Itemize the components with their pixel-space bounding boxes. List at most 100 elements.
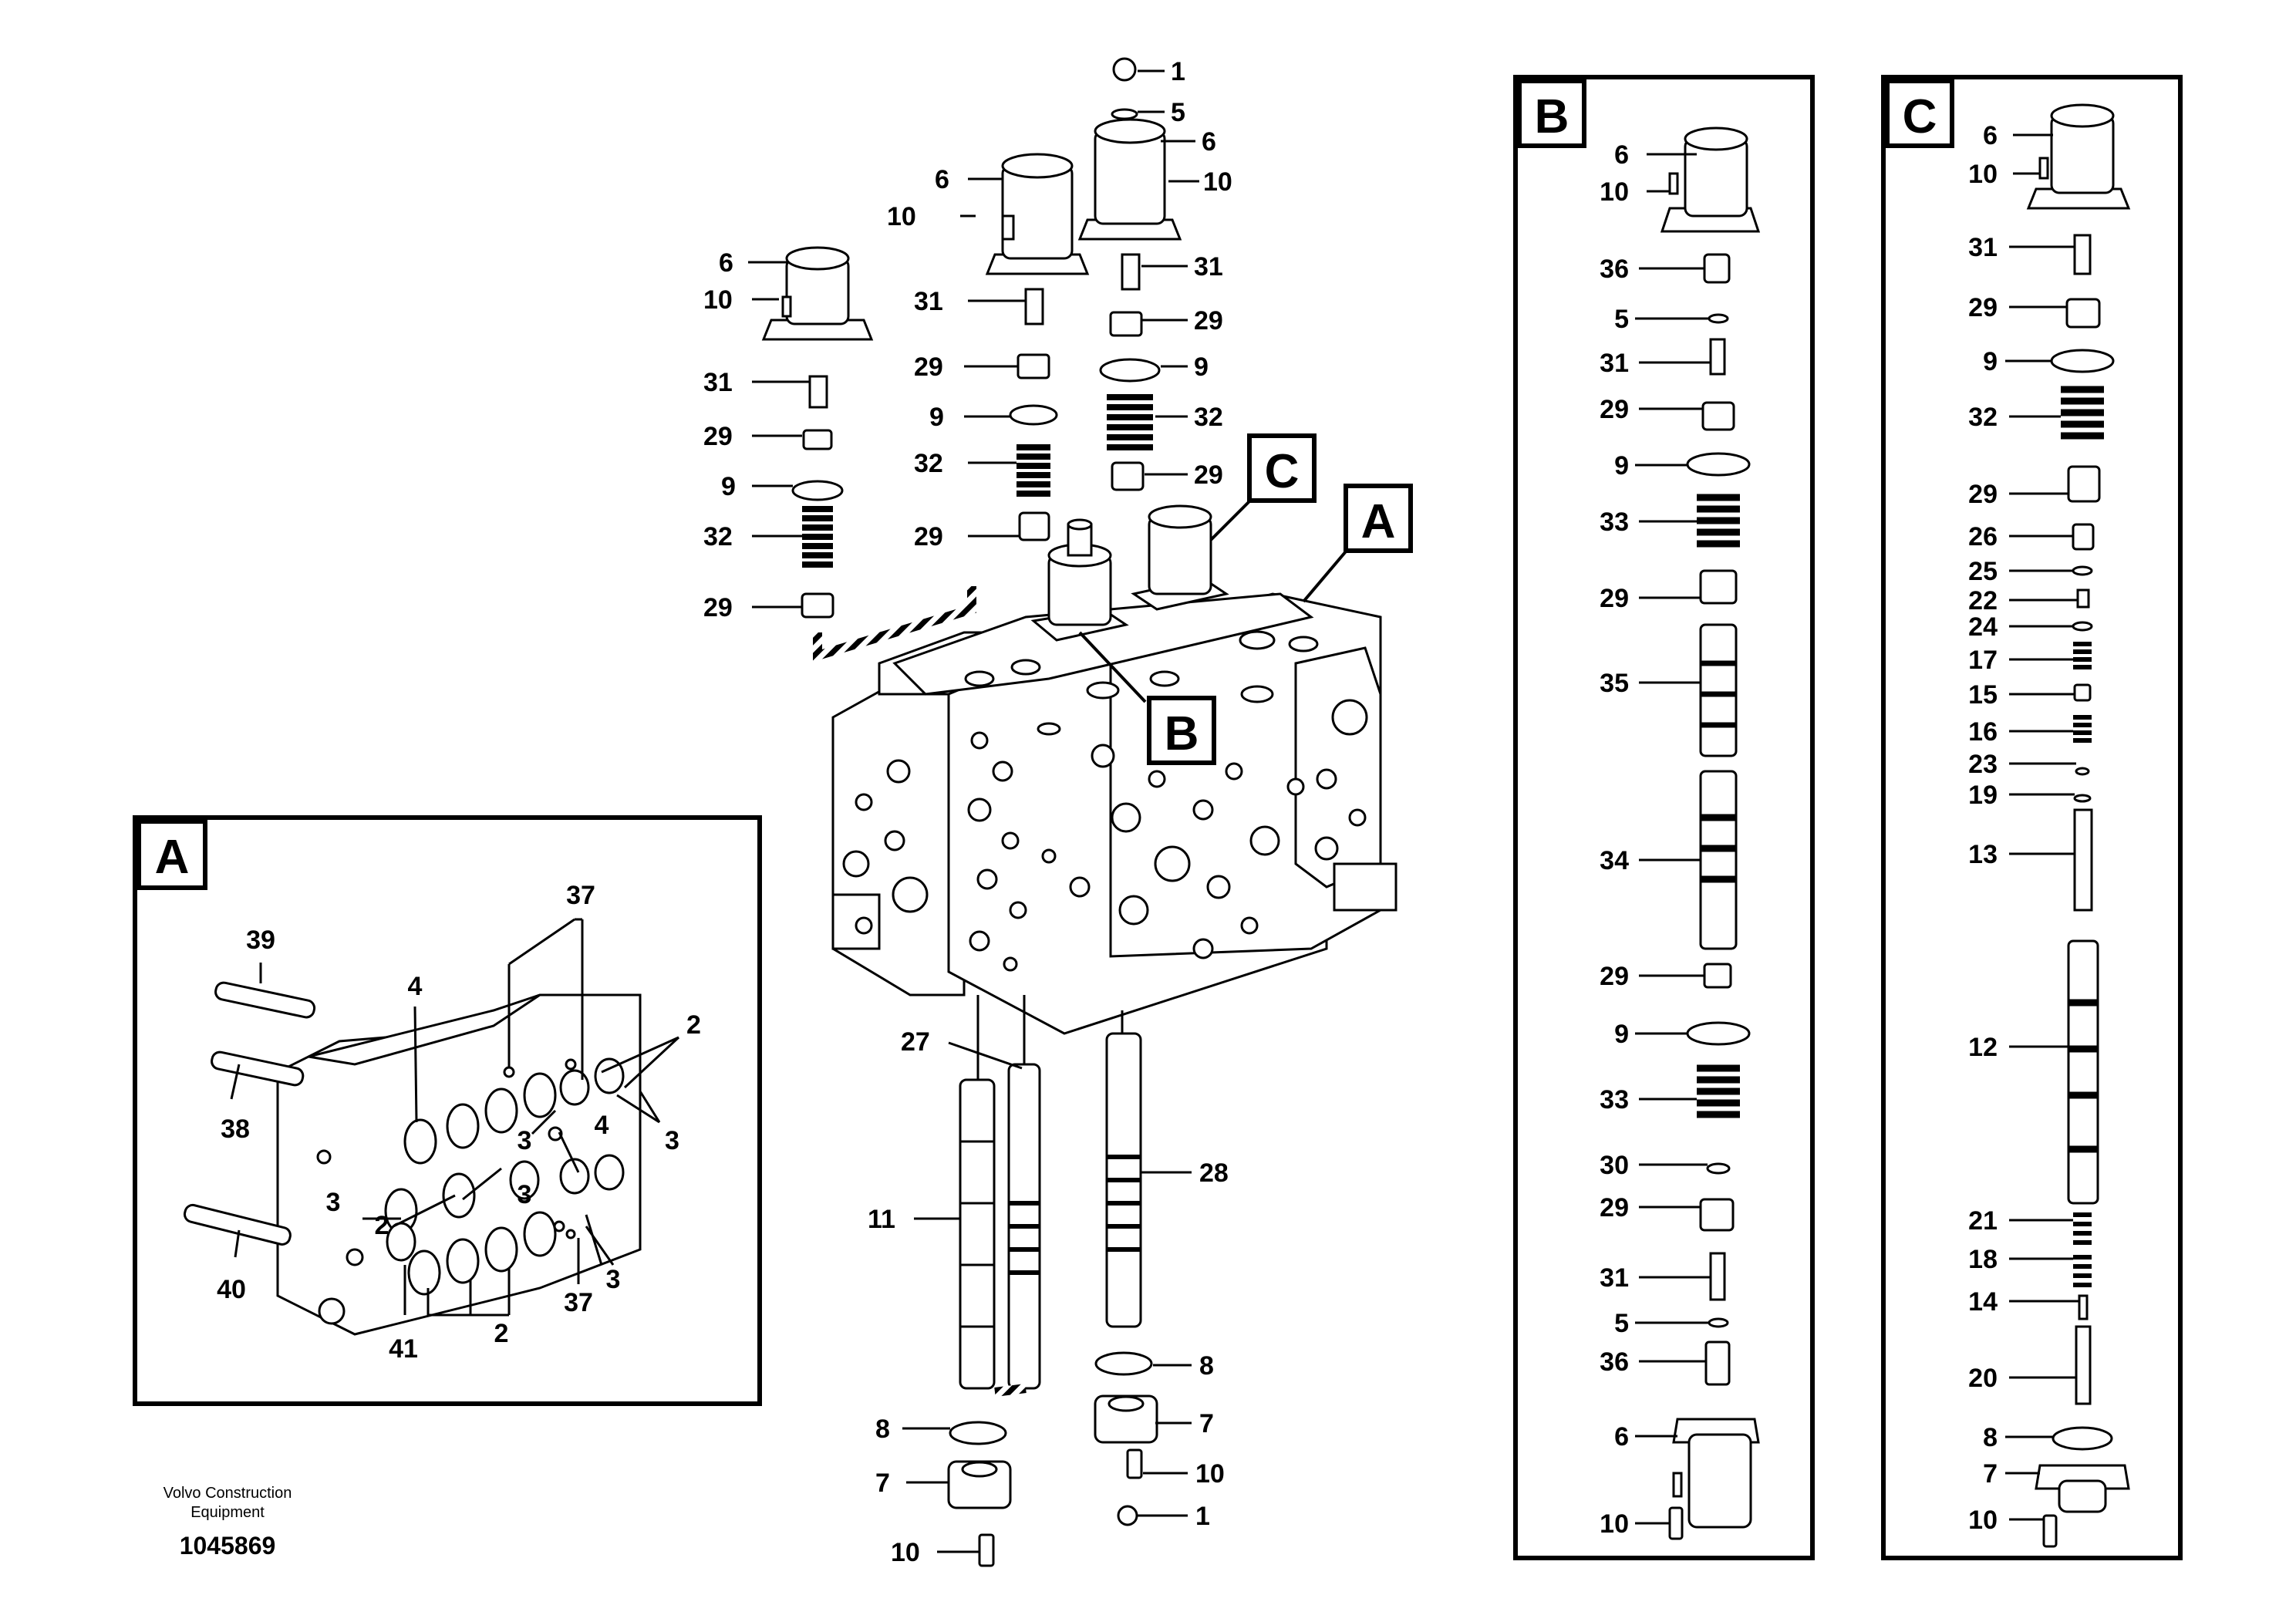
detail-c-frame: C bbox=[1881, 75, 2183, 1560]
detail-b-parts bbox=[1660, 126, 1761, 1540]
detail-a-callout-4-mid: 4 bbox=[595, 1111, 609, 1140]
callout-32-right: 32 bbox=[1194, 403, 1223, 432]
drawing-number: 1045869 bbox=[180, 1532, 276, 1560]
detail-c-parts bbox=[2026, 103, 2131, 1548]
detail-a-callout-2-bottom: 2 bbox=[494, 1319, 509, 1348]
detail-a-callout-37-bottom: 37 bbox=[564, 1288, 593, 1317]
callout-1-top: 1 bbox=[1171, 57, 1185, 86]
detail-b-callout-10-bottom: 10 bbox=[1600, 1509, 1629, 1539]
detail-a-callout-3-right: 3 bbox=[665, 1126, 679, 1155]
callout-31-right: 31 bbox=[1194, 252, 1223, 282]
callout-1-bottom: 1 bbox=[1195, 1502, 1210, 1531]
detail-c-callout-32: 32 bbox=[1968, 403, 1998, 432]
detail-a-callout-37-top: 37 bbox=[566, 881, 595, 910]
mounted-solenoid-c bbox=[1131, 504, 1229, 611]
callout-31-left: 31 bbox=[703, 368, 733, 397]
callout-9-left: 9 bbox=[721, 472, 736, 501]
detail-b-callout-30: 30 bbox=[1600, 1151, 1629, 1180]
detail-a-callout-40: 40 bbox=[217, 1275, 246, 1304]
detail-c-callout-8: 8 bbox=[1983, 1423, 1998, 1452]
callout-29-middle-a: 29 bbox=[914, 352, 943, 382]
detail-a-letter: A bbox=[155, 831, 190, 884]
detail-c-leaders bbox=[2005, 133, 2079, 1521]
main-callouts bbox=[748, 69, 1199, 1553]
valve-block bbox=[831, 592, 1397, 1035]
detail-b-callout-5-top: 5 bbox=[1614, 305, 1629, 334]
callout-29-right-b: 29 bbox=[1194, 460, 1223, 490]
detail-b-callout-5-bottom: 5 bbox=[1614, 1309, 1629, 1338]
callout-29-left-b: 29 bbox=[703, 593, 733, 622]
detail-b-callout-6-top: 6 bbox=[1614, 140, 1629, 170]
detail-b-callout-9-a: 9 bbox=[1614, 451, 1629, 481]
callout-6-left: 6 bbox=[719, 248, 733, 278]
callout-32-left: 32 bbox=[703, 522, 733, 551]
detail-c-callout-19: 19 bbox=[1968, 781, 1998, 810]
frame-c-pointer: C bbox=[1209, 433, 1317, 541]
detail-a-callout-38: 38 bbox=[221, 1114, 250, 1144]
detail-c-callout-18: 18 bbox=[1968, 1245, 1998, 1274]
callout-10-right: 10 bbox=[1203, 167, 1232, 197]
detail-c-callout-7: 7 bbox=[1983, 1459, 1998, 1489]
credit-line-1: Volvo Construction bbox=[164, 1485, 292, 1502]
detail-c-callout-20: 20 bbox=[1968, 1364, 1998, 1393]
callout-8-left: 8 bbox=[875, 1415, 890, 1444]
callout-32-middle: 32 bbox=[914, 449, 943, 478]
main-callout-labels: 1 5 6 10 31 29 9 32 29 6 10 31 29 9 32 2… bbox=[703, 57, 1232, 1567]
callout-10-bottom-left: 10 bbox=[891, 1538, 920, 1567]
detail-c-callout-24: 24 bbox=[1968, 612, 1998, 642]
detail-c-callout-6: 6 bbox=[1983, 121, 1998, 150]
detail-c-callout-10-top: 10 bbox=[1968, 160, 1998, 189]
detail-c-callout-25: 25 bbox=[1968, 557, 1998, 586]
callout-10-middle: 10 bbox=[887, 202, 916, 231]
callout-28: 28 bbox=[1199, 1158, 1229, 1188]
callout-29-middle-b: 29 bbox=[914, 522, 943, 551]
detail-b-callout-31-top: 31 bbox=[1600, 349, 1629, 378]
detail-b-callout-29-b: 29 bbox=[1600, 584, 1629, 613]
right-upper-stack bbox=[1077, 57, 1182, 491]
detail-c-callout-12: 12 bbox=[1968, 1033, 1998, 1062]
detail-b-callout-33-b: 33 bbox=[1600, 1085, 1629, 1114]
callout-6-middle: 6 bbox=[935, 165, 949, 194]
detail-c-callout-14: 14 bbox=[1968, 1287, 1998, 1317]
detail-a-callout-3-lower: 3 bbox=[606, 1265, 621, 1294]
detail-c-callout-9: 9 bbox=[1983, 347, 1998, 376]
detail-a-block bbox=[183, 981, 642, 1336]
frame-b-pointer: B bbox=[1078, 631, 1216, 765]
lower-connector-hatch bbox=[994, 1384, 1027, 1397]
detail-b-callout-10-top: 10 bbox=[1600, 177, 1629, 207]
callout-7-left: 7 bbox=[875, 1469, 890, 1498]
detail-b-callout-31-bottom: 31 bbox=[1600, 1263, 1629, 1293]
lower-spools bbox=[947, 995, 1158, 1567]
detail-b-callout-36-top: 36 bbox=[1600, 255, 1629, 284]
credit-block: Volvo Construction Equipment 1045869 bbox=[164, 1485, 292, 1560]
frame-c-pointer-label: C bbox=[1265, 445, 1300, 498]
detail-c-callout-31: 31 bbox=[1968, 233, 1998, 262]
detail-a-callout-3-mid: 3 bbox=[518, 1126, 532, 1155]
detail-a-callout-2-right: 2 bbox=[686, 1010, 701, 1040]
detail-b-callout-29-c: 29 bbox=[1600, 962, 1629, 991]
detail-a-callout-41: 41 bbox=[389, 1334, 418, 1364]
detail-c-callout-13: 13 bbox=[1968, 840, 1998, 869]
callout-5-top: 5 bbox=[1171, 98, 1185, 127]
callout-8-right: 8 bbox=[1199, 1351, 1214, 1381]
frame-b-pointer-label: B bbox=[1165, 707, 1199, 760]
callout-29-right-a: 29 bbox=[1194, 306, 1223, 336]
detail-a-callout-3-left: 3 bbox=[326, 1188, 341, 1217]
frame-a-pointer-label: A bbox=[1361, 495, 1396, 548]
callout-6-right: 6 bbox=[1202, 127, 1216, 157]
callout-7-right: 7 bbox=[1199, 1409, 1214, 1438]
detail-c-callout-22: 22 bbox=[1968, 586, 1998, 615]
detail-c-callout-15: 15 bbox=[1968, 680, 1998, 710]
callout-31-middle: 31 bbox=[914, 287, 943, 316]
detail-b-callout-34: 34 bbox=[1600, 846, 1629, 875]
left-upper-stack bbox=[761, 246, 874, 619]
detail-c-callout-29-b: 29 bbox=[1968, 480, 1998, 509]
detail-b-letter: B bbox=[1535, 90, 1569, 143]
detail-b-callout-36-bottom: 36 bbox=[1600, 1347, 1629, 1377]
detail-b-callout-29-a: 29 bbox=[1600, 395, 1629, 424]
detail-b-frame: B bbox=[1513, 75, 1815, 1560]
detail-c-callout-26: 26 bbox=[1968, 522, 1998, 551]
detail-a-callout-2-left: 2 bbox=[375, 1211, 389, 1240]
callout-27: 27 bbox=[901, 1027, 930, 1057]
